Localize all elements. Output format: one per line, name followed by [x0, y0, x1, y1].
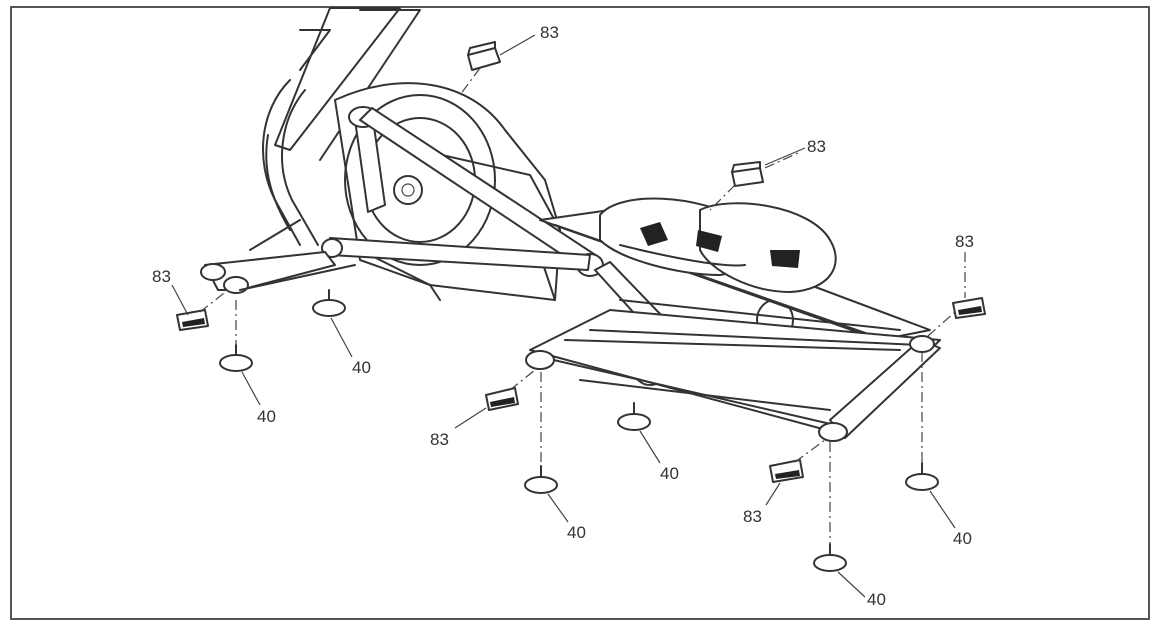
end-cap-83-left: [176, 309, 209, 331]
foot-40-c: [617, 402, 651, 431]
foot-40-b: [219, 344, 253, 372]
end-cap-83-mid: [731, 161, 764, 187]
callout-83-bottom: 83: [743, 507, 762, 526]
foot-40-e: [905, 462, 939, 491]
end-cap-83-bottom: [769, 459, 804, 483]
foot-40-d: [524, 465, 558, 494]
callout-83-top: 83: [540, 23, 559, 42]
callout-40-f: 40: [867, 590, 886, 609]
callout-83-left: 83: [152, 267, 171, 286]
callout-83-right: 83: [955, 232, 974, 251]
leveling-feet: [219, 289, 939, 572]
end-cap-parts: [176, 41, 986, 483]
end-cap-83-top: [467, 41, 501, 71]
callout-labels: 83 83 83 83 83 83 40 40 40 40 40 40: [152, 23, 974, 609]
foot-40-a: [312, 289, 346, 317]
callout-83-mid: 83: [807, 137, 826, 156]
callout-40-d: 40: [567, 523, 586, 542]
callout-40-a: 40: [352, 358, 371, 377]
callout-40-c: 40: [660, 464, 679, 483]
callout-83-center: 83: [430, 430, 449, 449]
callout-40-b: 40: [257, 407, 276, 426]
leader-lines: [171, 34, 956, 598]
end-cap-83-right: [952, 297, 986, 319]
end-cap-83-center: [485, 387, 519, 411]
foot-40-f: [813, 543, 847, 572]
callout-40-e: 40: [953, 529, 972, 548]
machine-body: [200, 7, 941, 442]
assembly-lines: [199, 67, 966, 544]
